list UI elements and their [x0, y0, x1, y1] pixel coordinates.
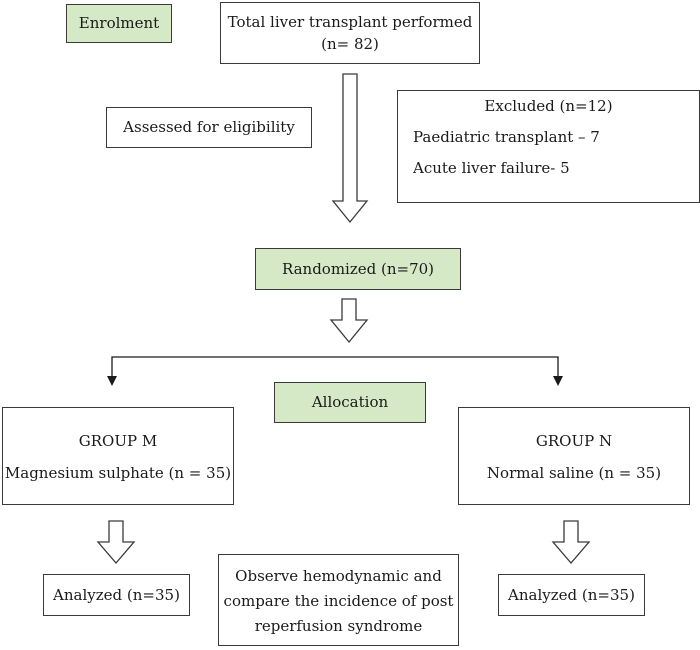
observe-line-2: compare the incidence of post: [223, 592, 454, 610]
analyzed-n-box: Analyzed (n=35): [498, 574, 645, 616]
analyzed-m-box: Analyzed (n=35): [43, 574, 190, 616]
down-arrow-main: [331, 73, 369, 224]
randomized-box: Randomized (n=70): [255, 248, 461, 290]
enrolment-box: Enrolment: [66, 4, 172, 43]
group-n-title: GROUP N: [535, 432, 613, 450]
allocation-label: Allocation: [311, 393, 389, 411]
arrowhead-right: [553, 376, 563, 386]
group-m-box: GROUP M Magnesium sulphate (n = 35): [2, 407, 234, 505]
randomized-label: Randomized (n=70): [281, 260, 435, 278]
group-m-title: GROUP M: [78, 432, 158, 450]
analyzed-n-label: Analyzed (n=35): [508, 586, 635, 604]
arrowhead-left: [107, 376, 117, 386]
assessed-box: Assessed for eligibility: [106, 107, 312, 148]
group-m-desc: Magnesium sulphate (n = 35): [4, 464, 232, 482]
total-transplant-box: Total liver transplant performed (n= 82): [220, 2, 480, 64]
excluded-box: Excluded (n=12) Paediatric transplant – …: [397, 90, 700, 203]
total-line-1: Total liver transplant performed: [227, 13, 473, 31]
down-arrow-group-n: [551, 520, 591, 564]
observe-box: Observe hemodynamic and compare the inci…: [218, 554, 459, 646]
enrolment-label: Enrolment: [78, 14, 160, 32]
excluded-title: Excluded (n=12): [484, 97, 613, 115]
observe-line-3: reperfusion syndrome: [254, 617, 423, 635]
allocation-box: Allocation: [274, 382, 426, 423]
excluded-item-2: Acute liver failure- 5: [413, 159, 570, 177]
down-arrow-randomized: [329, 298, 369, 344]
group-n-box: GROUP N Normal saline (n = 35): [458, 407, 690, 505]
observe-line-1: Observe hemodynamic and: [235, 567, 442, 585]
split-connector: [111, 356, 559, 376]
analyzed-m-label: Analyzed (n=35): [53, 586, 180, 604]
down-arrow-group-m: [96, 520, 136, 564]
excluded-item-1: Paediatric transplant – 7: [413, 128, 600, 146]
group-n-desc: Normal saline (n = 35): [486, 464, 662, 482]
assessed-label: Assessed for eligibility: [123, 118, 295, 136]
total-line-2: (n= 82): [321, 35, 379, 53]
